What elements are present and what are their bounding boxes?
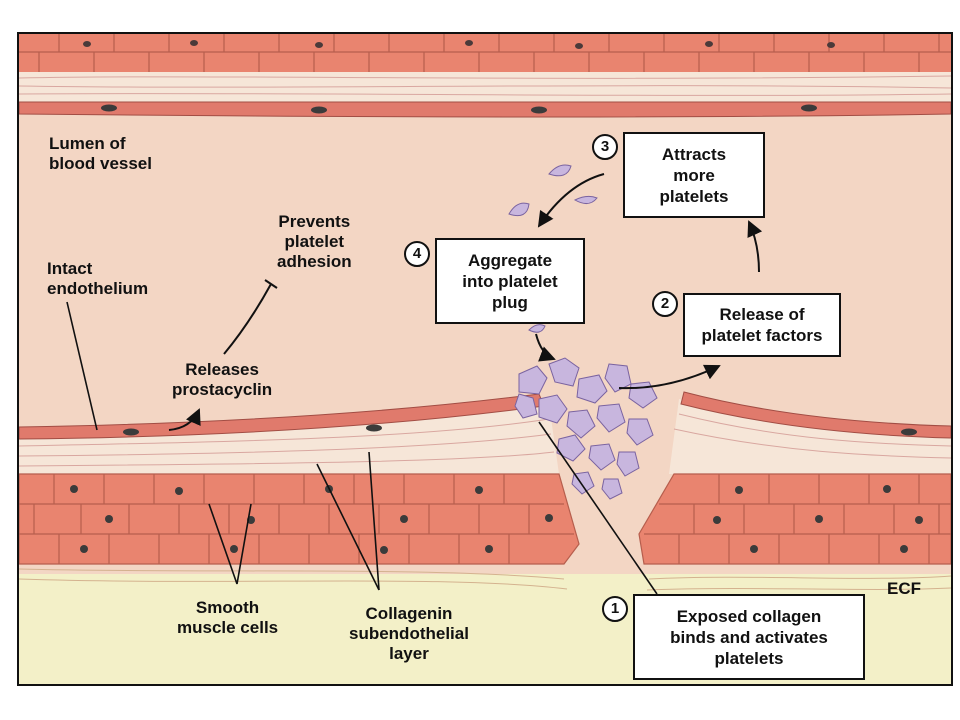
ecf-label: ECF bbox=[887, 579, 921, 598]
arrow-release-to-attract bbox=[747, 220, 763, 273]
step-4-line: Aggregate bbox=[467, 250, 553, 270]
smooth-label-line: muscle cells bbox=[177, 618, 279, 637]
releases-label-line: prostacyclin bbox=[172, 380, 273, 399]
prevents-label-line: adhesion bbox=[277, 252, 352, 271]
releases-prostacyclin-label: Releases prostacyclin bbox=[172, 360, 272, 400]
arrow-step3-to-4 bbox=[537, 173, 605, 228]
arrow-plug-down bbox=[535, 333, 556, 362]
inhibit-line bbox=[223, 283, 272, 355]
step-2-number: 2 bbox=[652, 291, 678, 317]
step-1-line: binds and activates bbox=[670, 627, 828, 647]
step-3-box: Attracts more platelets bbox=[623, 132, 765, 218]
arrows bbox=[168, 173, 763, 431]
collagen-label-line: layer bbox=[389, 644, 429, 663]
step-1-number: 1 bbox=[602, 596, 628, 622]
intact-endothelium-label: Intact endothelium bbox=[47, 259, 148, 299]
step-3-number: 3 bbox=[592, 134, 618, 160]
step-2-line: Release of bbox=[719, 305, 805, 324]
blood-vessel-illustration bbox=[19, 34, 951, 684]
step-3-line: more bbox=[673, 165, 715, 185]
step-4-box: Aggregate into platelet plug bbox=[435, 238, 585, 324]
floating-platelets bbox=[508, 164, 598, 333]
intact-label-line: Intact bbox=[47, 259, 93, 278]
collagen-layer-label: Collagenin subendothelial layer bbox=[349, 604, 469, 664]
leader-lines bbox=[66, 301, 658, 595]
lumen-label-line: blood vessel bbox=[49, 154, 152, 173]
arrow-release-prostacyclin bbox=[168, 408, 201, 431]
step-4-line: plug bbox=[492, 292, 528, 312]
bottom-muscle-left bbox=[19, 473, 580, 565]
step-4-number: 4 bbox=[404, 241, 430, 267]
step-3-line: platelets bbox=[659, 186, 729, 206]
lumen-label: Lumen of blood vessel bbox=[49, 134, 152, 174]
step-1-line: Exposed collagen bbox=[676, 606, 822, 626]
step-2-line: platelet factors bbox=[701, 326, 823, 345]
prevents-label-line: Prevents bbox=[278, 212, 351, 231]
platelet-plug bbox=[514, 357, 658, 500]
step-3-line: Attracts bbox=[661, 144, 727, 164]
collagen-label-line: Collagenin bbox=[365, 604, 453, 623]
releases-label-line: Releases bbox=[185, 360, 259, 379]
smooth-muscle-label: Smooth muscle cells bbox=[177, 598, 278, 638]
arrow-plug-release bbox=[618, 364, 721, 390]
top-muscle-layer bbox=[19, 34, 951, 72]
prevents-label-line: platelet bbox=[284, 232, 345, 251]
bottom-endothelium-right bbox=[680, 391, 951, 439]
inhibit-bar bbox=[264, 279, 278, 289]
bottom-muscle-right bbox=[638, 473, 951, 565]
step-1-line: platelets bbox=[714, 648, 784, 668]
prevents-adhesion-label: Prevents platelet adhesion bbox=[277, 212, 352, 272]
lumen-label-line: Lumen of bbox=[49, 134, 126, 153]
smooth-label-line: Smooth bbox=[195, 598, 260, 617]
top-endothelium bbox=[19, 101, 951, 118]
diagram-frame: Lumen of blood vessel Intact endothelium… bbox=[17, 32, 953, 686]
intact-label-line: endothelium bbox=[47, 279, 149, 298]
step-2-box: Release of platelet factors bbox=[683, 293, 841, 357]
step-1-box: Exposed collagen binds and activates pla… bbox=[633, 594, 865, 680]
step-4-line: into platelet bbox=[462, 271, 558, 291]
collagen-label-line: subendothelial bbox=[349, 624, 469, 643]
